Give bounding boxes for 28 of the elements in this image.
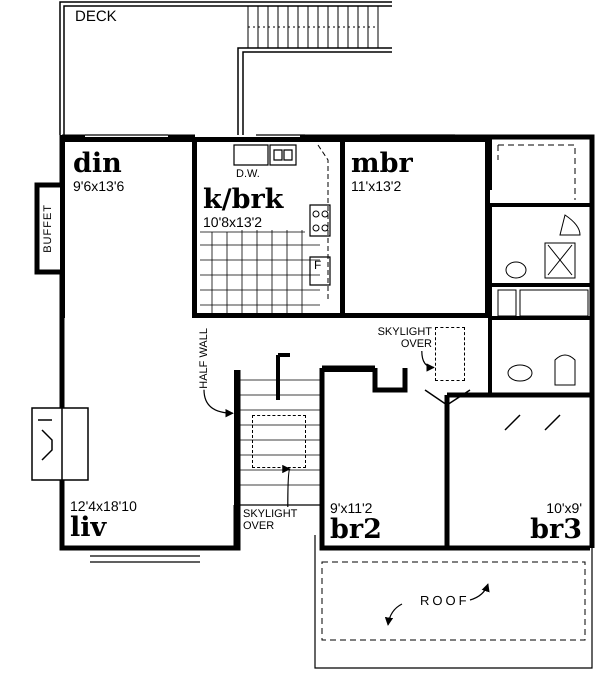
skylight-outline xyxy=(435,327,465,381)
leader-line xyxy=(281,468,290,507)
appliance-label: D.W. xyxy=(236,168,260,180)
room-dimensions: 9'x11'2 xyxy=(330,500,374,516)
leader-line xyxy=(203,390,234,418)
room-name: k/brk xyxy=(203,186,285,214)
room-name: br2 xyxy=(330,516,383,544)
deck-label: DECK xyxy=(75,8,117,25)
skylight-note: SKYLIGHT OVER xyxy=(376,326,432,350)
room-outline xyxy=(345,137,490,318)
room-name: mbr xyxy=(351,150,414,178)
skylight-note: SKYLIGHT OVER xyxy=(243,508,298,532)
roof-label: ROOF xyxy=(420,593,470,608)
room-dimensions: 10'8x13'2 xyxy=(203,214,264,230)
buffet-label: BUFFET xyxy=(42,204,54,253)
skylight-outline xyxy=(252,415,306,468)
room-dimensions: 9'6x13'6 xyxy=(73,178,126,194)
room-outline xyxy=(60,137,192,318)
room-name: din xyxy=(73,150,123,178)
room-dimensions: 10'x9' xyxy=(545,500,582,516)
room-name: br3 xyxy=(529,516,582,544)
leader-line xyxy=(421,350,435,372)
room-name: liv xyxy=(70,514,108,542)
room-dimensions: 11'x13'2 xyxy=(351,178,402,194)
room-dimensions: 12'4x18'10 xyxy=(70,498,138,514)
half-wall-note: HALF WALL xyxy=(198,328,210,389)
appliance-label: F xyxy=(314,259,322,271)
room-outline xyxy=(192,137,345,318)
